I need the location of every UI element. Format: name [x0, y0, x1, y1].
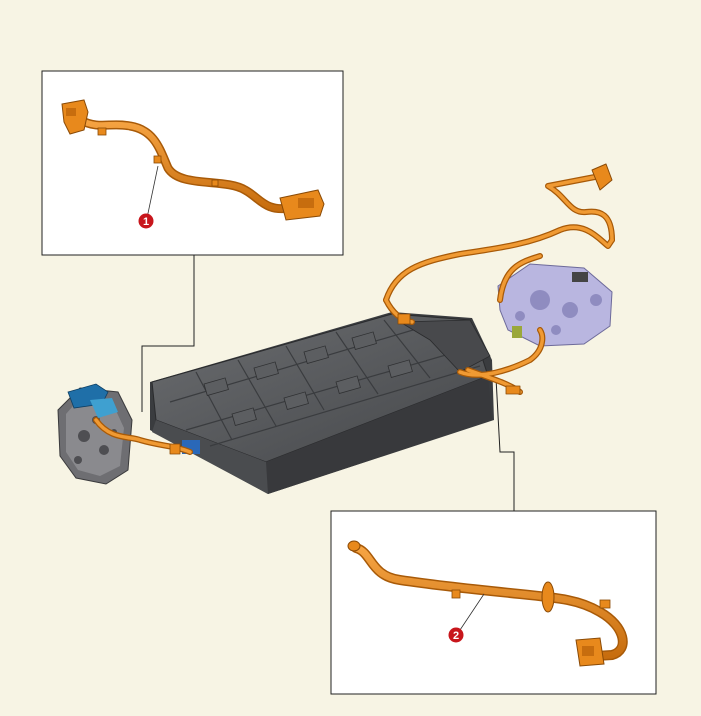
- detail-box-1: 1: [41, 70, 344, 256]
- hv-cable-harness: [93, 163, 615, 455]
- callout-2-label: 2: [453, 630, 459, 642]
- vehicle-illustration: [57, 163, 615, 494]
- detail-box-2: 2: [330, 510, 657, 695]
- leader-line-2: [495, 377, 515, 511]
- battery-pack: [150, 312, 494, 494]
- callout-1-label: 1: [143, 216, 149, 228]
- leader-line-1: [141, 255, 195, 412]
- cable-1-illustration: [61, 99, 325, 221]
- cable-2-illustration: [347, 540, 628, 667]
- rear-motor: [497, 263, 613, 347]
- callout-1: 1: [138, 213, 154, 229]
- callout-2: 2: [448, 627, 464, 643]
- front-motor: [57, 383, 133, 485]
